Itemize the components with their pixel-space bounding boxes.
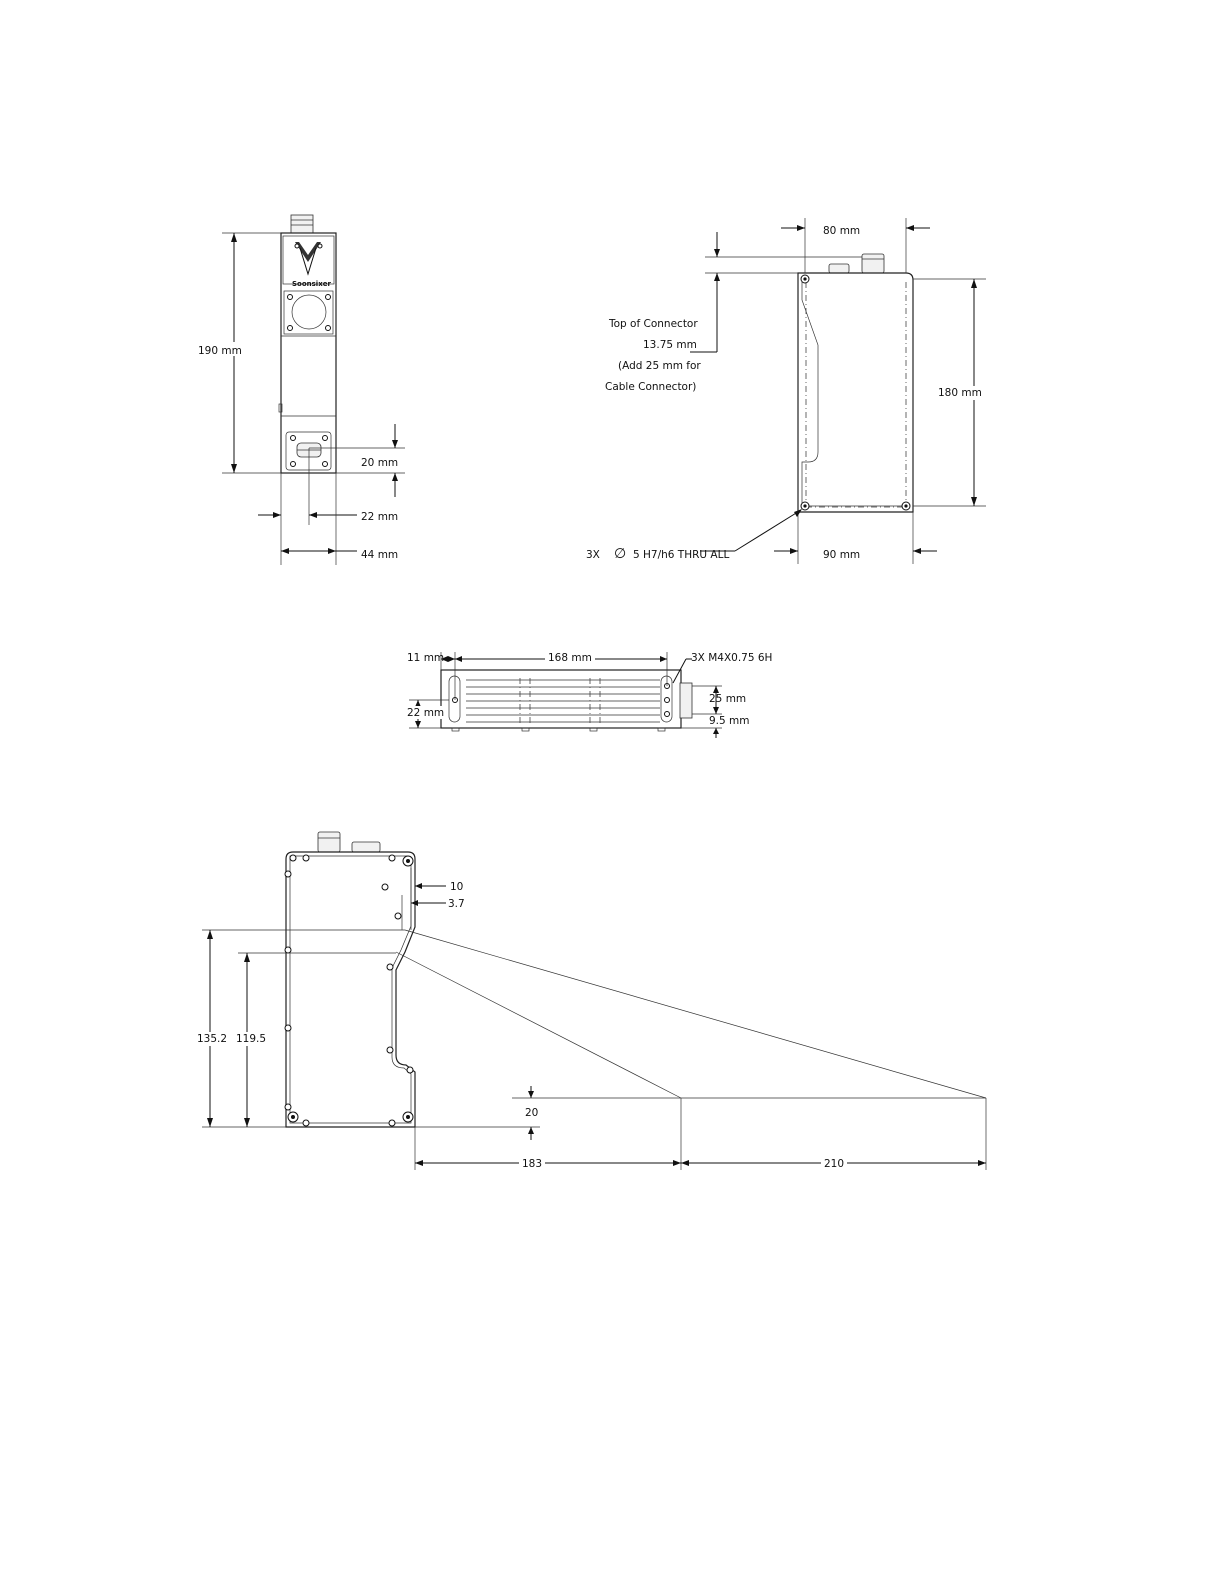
brand-label: Soonsixer: [292, 280, 331, 288]
dim-depth-22: 22 mm: [407, 707, 444, 719]
dim-height-119: 119.5: [236, 1033, 266, 1045]
beam-view: 10 3.7 135.2 119.5 20 183: [196, 832, 986, 1170]
front-top-connector: [291, 215, 313, 233]
hole-callout-spec: 5 H7/h6 THRU ALL: [633, 549, 729, 561]
connector-note-line1: Top of Connector: [608, 318, 698, 330]
hole-callout-count: 3X: [586, 549, 600, 561]
connector-note-line2: 13.75 mm: [643, 339, 697, 351]
side-housing: [798, 273, 913, 512]
dim-height-135: 135.2: [197, 1033, 227, 1045]
dim-length-168: 168 mm: [548, 652, 592, 664]
side-view: 80 mm Top of Connector 13.75 mm (Add 25 …: [586, 218, 986, 564]
top-housing: [441, 670, 681, 728]
dim-connector-offset: 20 mm: [361, 457, 398, 469]
mount-hole-bottom-left: [801, 502, 809, 510]
dim-offset-10: 10: [450, 881, 463, 893]
dim-distance-210: 210: [824, 1158, 844, 1170]
dim-height-190: 190 mm: [198, 345, 242, 357]
dim-gap-20: 20: [525, 1107, 538, 1119]
dim-edge-offset: 11 mm: [407, 652, 444, 664]
beam-line-upper: [405, 930, 986, 1098]
dim-height-9-5: 9.5 mm: [709, 715, 750, 727]
dim-connector-center: 22 mm: [361, 511, 398, 523]
beam-top-connector: [318, 832, 340, 852]
dim-distance-183: 183: [522, 1158, 542, 1170]
dim-width-44: 44 mm: [361, 549, 398, 561]
top-side-connector: [680, 683, 692, 718]
top-view: 168 mm 11 mm 3X M4X0.75 6H 25 mm 9.5 mm …: [405, 651, 772, 738]
diameter-symbol-icon: ∅: [614, 546, 626, 562]
mount-hole-bottom-right: [902, 502, 910, 510]
beam-line-lower: [396, 952, 681, 1098]
side-top-connector: [862, 254, 884, 273]
dim-offset-3-7: 3.7: [448, 898, 465, 910]
dim-bottom-hole-spacing: 90 mm: [823, 549, 860, 561]
connector-note-line4: Cable Connector): [605, 381, 696, 393]
dim-height-25: 25 mm: [709, 693, 746, 705]
mount-hole-top: [801, 275, 809, 283]
dim-hole-height: 180 mm: [938, 387, 982, 399]
connector-note-line3: (Add 25 mm for: [618, 360, 701, 372]
thread-callout: 3X M4X0.75 6H: [691, 652, 772, 664]
beam-housing: [286, 852, 415, 1127]
front-view: Soonsixer 190 mm 20 mm: [196, 215, 405, 565]
dim-top-hole-spacing: 80 mm: [823, 225, 860, 237]
